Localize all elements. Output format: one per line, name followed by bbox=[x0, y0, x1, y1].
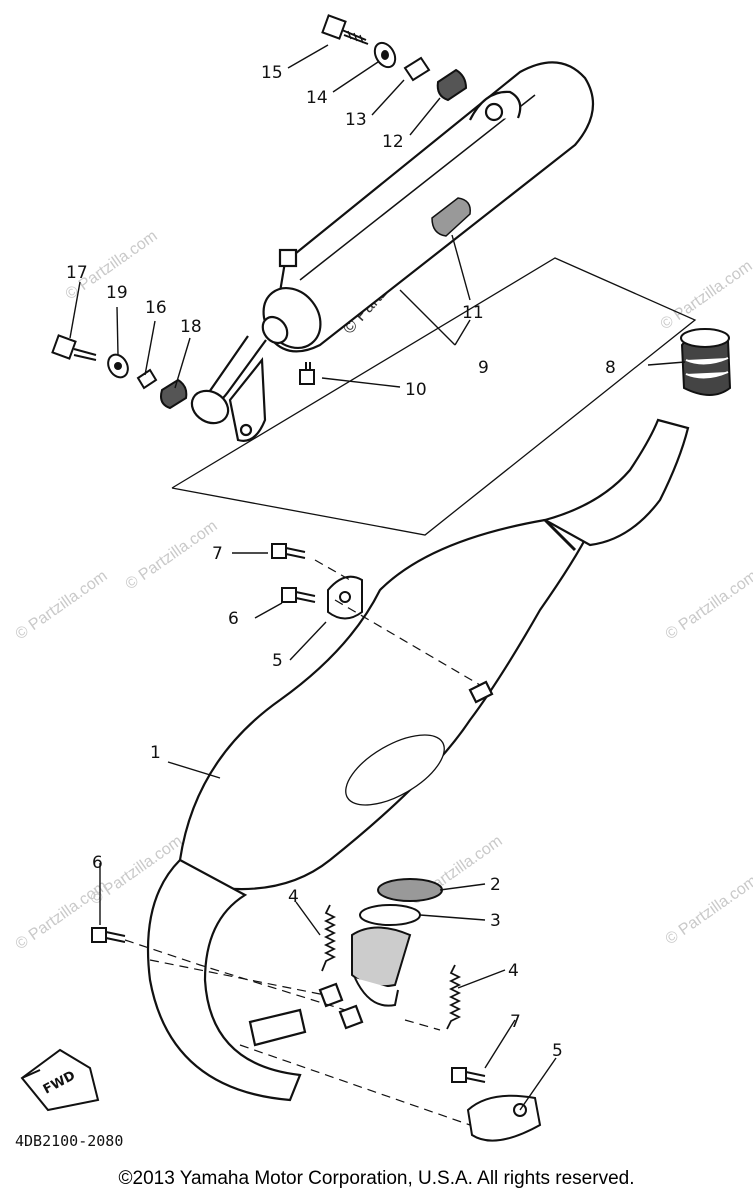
washer-19-hole bbox=[114, 362, 122, 370]
alignment-lines bbox=[124, 559, 481, 1126]
silencer-outlet bbox=[261, 315, 289, 345]
copyright-notice: ©2013 Yamaha Motor Corporation, U.S.A. A… bbox=[118, 1168, 635, 1189]
watermark: © Partzilla.com bbox=[13, 568, 111, 644]
spring-4a bbox=[321, 904, 337, 972]
gasket-2 bbox=[377, 878, 443, 902]
exhaust-joint bbox=[351, 926, 412, 988]
collar-13 bbox=[403, 56, 431, 82]
callout-19: 19 bbox=[106, 283, 128, 303]
exhaust-joint-neck bbox=[354, 977, 399, 1007]
bolt-6-lower bbox=[91, 927, 126, 943]
joint-8 bbox=[680, 328, 732, 396]
callout-3: 3 bbox=[490, 911, 501, 931]
springs bbox=[321, 904, 462, 1030]
callout-18: 18 bbox=[180, 317, 202, 337]
callout-5-upper: 5 bbox=[272, 651, 283, 671]
fwd-arrow: FWD bbox=[20, 1048, 100, 1112]
o-ring-3 bbox=[359, 904, 421, 926]
spring-4b bbox=[446, 964, 462, 1030]
grommet-18 bbox=[160, 378, 188, 410]
lower-mount-hardware bbox=[51, 334, 188, 410]
header-flange bbox=[248, 1008, 307, 1047]
silencer-lower-bracket bbox=[228, 357, 267, 442]
upper-mount-hardware bbox=[321, 14, 468, 102]
callout-6-lower: 6 bbox=[92, 853, 103, 873]
watermark: © Partzilla.com bbox=[658, 258, 753, 334]
bracket-5-lower bbox=[466, 1094, 542, 1142]
chamber-tailpipe bbox=[542, 418, 690, 547]
bolt-7-upper bbox=[271, 543, 306, 559]
callout-16: 16 bbox=[145, 298, 167, 318]
silencer-body bbox=[270, 61, 595, 353]
leader-lines bbox=[69, 44, 686, 1111]
watermark: © Partzilla.com bbox=[663, 873, 753, 949]
silencer-seam bbox=[299, 94, 536, 281]
collar-16 bbox=[136, 368, 158, 390]
callout-11: 11 bbox=[462, 303, 484, 323]
chamber-window bbox=[345, 734, 445, 806]
callout-13: 13 bbox=[345, 110, 367, 130]
callout-5-lower: 5 bbox=[552, 1041, 563, 1061]
bracket-hole bbox=[239, 423, 253, 437]
callout-15: 15 bbox=[261, 63, 283, 83]
bracket-hole bbox=[484, 102, 504, 122]
silencer-assembly bbox=[171, 61, 697, 536]
callout-12: 12 bbox=[382, 132, 404, 152]
callout-2: 2 bbox=[490, 875, 501, 895]
header-pipe bbox=[146, 858, 302, 1102]
spring-hook bbox=[338, 1004, 364, 1030]
callout-1: 1 bbox=[150, 743, 161, 763]
chamber-band bbox=[543, 518, 577, 552]
assembly-outline bbox=[171, 257, 697, 536]
mount-hardware bbox=[91, 543, 542, 1142]
bolt-10 bbox=[299, 362, 315, 385]
drawing-code: 4DB2100-2080 bbox=[15, 1132, 123, 1150]
bolt-7-lower bbox=[451, 1067, 486, 1083]
callout-8: 8 bbox=[605, 358, 616, 378]
callout-14: 14 bbox=[306, 88, 328, 108]
silencer-inlet-end bbox=[190, 389, 230, 425]
callout-17: 17 bbox=[66, 263, 88, 283]
bolt-15 bbox=[321, 14, 369, 45]
callout-7-lower: 7 bbox=[510, 1012, 521, 1032]
chamber-body bbox=[178, 518, 592, 891]
silencer-mount-bracket bbox=[469, 90, 522, 121]
exhaust-gaskets bbox=[351, 878, 443, 1007]
washer-14-hole bbox=[381, 50, 389, 60]
callout-7-upper: 7 bbox=[212, 544, 223, 564]
callout-9: 9 bbox=[478, 358, 489, 378]
bracket-hole bbox=[339, 591, 351, 603]
watermark: © Partzilla.com bbox=[663, 568, 753, 644]
chamber-tab bbox=[468, 680, 494, 704]
callout-10: 10 bbox=[405, 380, 427, 400]
silencer-stud bbox=[278, 248, 298, 268]
watermark: © Partzilla.com bbox=[123, 518, 221, 594]
silencer-pad bbox=[431, 197, 471, 237]
callouts: 15 14 13 12 11 9 10 8 17 19 16 18 7 6 5 … bbox=[66, 63, 616, 1061]
callout-4-left: 4 bbox=[288, 887, 299, 907]
bolt-17 bbox=[51, 334, 97, 361]
callout-6-upper: 6 bbox=[228, 609, 239, 629]
bolt-6-upper bbox=[281, 587, 316, 603]
grommet-12 bbox=[436, 68, 468, 102]
callout-4-right: 4 bbox=[508, 961, 519, 981]
spring-hook bbox=[318, 982, 344, 1008]
expansion-chamber bbox=[146, 418, 690, 1102]
